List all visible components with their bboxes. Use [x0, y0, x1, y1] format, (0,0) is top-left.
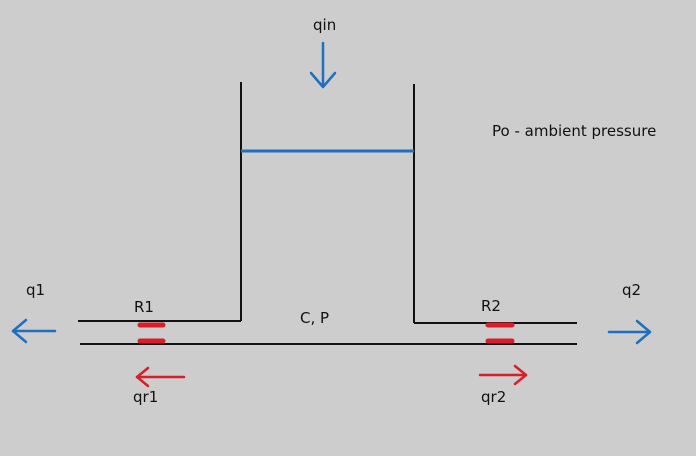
- qr1-label: qr1: [133, 388, 159, 406]
- qin-label: qin: [313, 16, 337, 34]
- q1-arrow-icon: [11, 318, 57, 344]
- qin-arrow-icon: [309, 41, 337, 89]
- capacitance-pressure-label: C, P: [300, 309, 330, 327]
- qr2-arrow-icon: [478, 364, 528, 386]
- q2-label: q2: [622, 281, 642, 299]
- ambient-pressure-label: Po - ambient pressure: [492, 122, 657, 140]
- r2-label: R2: [481, 297, 501, 315]
- resistor-r2: [485, 322, 515, 344]
- qr1-arrow-icon: [135, 366, 186, 388]
- resistor-r1: [137, 322, 166, 344]
- q2-arrow-icon: [607, 319, 652, 345]
- r1-label: R1: [134, 298, 154, 316]
- q1-label: q1: [26, 281, 46, 299]
- qr2-label: qr2: [481, 388, 507, 406]
